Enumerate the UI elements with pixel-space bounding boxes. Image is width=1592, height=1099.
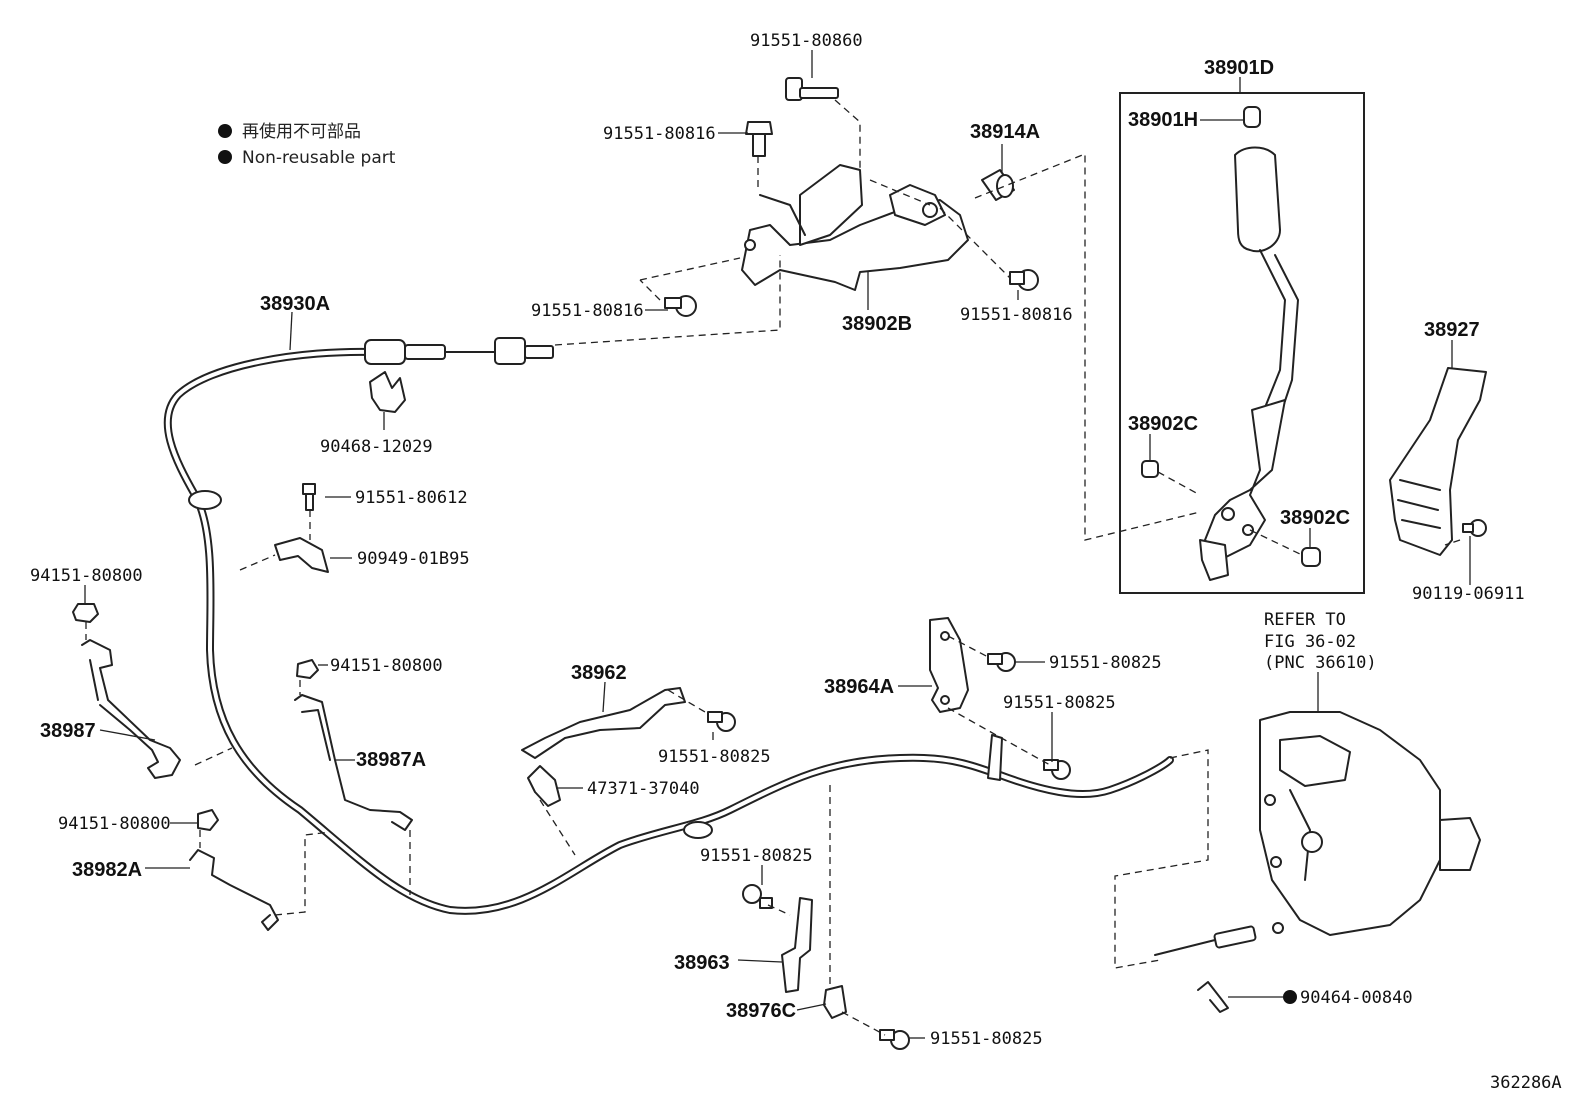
label-fig-36-02: FIG 36-02 — [1264, 632, 1356, 652]
label-38902C-lower: 38902C — [1280, 507, 1350, 529]
label-90949-01B95: 90949-01B95 — [357, 549, 470, 569]
label-pnc-36610: (PNC 36610) — [1264, 653, 1377, 673]
label-91551-80860: 91551-80860 — [750, 31, 863, 51]
clip-90464-00840 — [1197, 981, 1229, 1013]
bracket-38987 — [81, 639, 181, 779]
cap-38901H — [1243, 106, 1261, 128]
nut-94151-80800-middle — [296, 659, 319, 679]
bracket-38964A — [929, 617, 969, 713]
label-90464-00840: 90464-00840 — [1300, 988, 1413, 1008]
brake-actuator-36610 — [1259, 711, 1481, 936]
clip-90468-12029 — [369, 371, 406, 413]
label-91551-80612: 91551-80612 — [355, 488, 468, 508]
legend-label-en: Non-reusable part — [242, 148, 396, 168]
label-91551-80816-right: 91551-80816 — [960, 305, 1073, 325]
bolt-91551-80825-38964A — [987, 652, 1016, 672]
parking-brake-lever-38901D — [1199, 146, 1299, 581]
label-94151-80800-lower: 94151-80800 — [58, 814, 171, 834]
lever-cover-38927 — [1389, 367, 1487, 556]
label-38987: 38987 — [40, 720, 96, 742]
label-38976C: 38976C — [726, 1000, 796, 1022]
label-94151-80800-upper: 94151-80800 — [30, 566, 143, 586]
lever-assembly-box — [1119, 92, 1365, 594]
label-38927: 38927 — [1424, 319, 1480, 341]
bushing-38902C-upper — [1141, 460, 1159, 478]
dashed-alignment-lines — [85, 99, 1461, 1036]
label-91551-80816-top: 91551-80816 — [603, 124, 716, 144]
label-91551-80825-38962: 91551-80825 — [658, 747, 771, 767]
label-38962: 38962 — [571, 662, 627, 684]
leader-lines — [84, 50, 1471, 1039]
bracket-38902B — [741, 164, 969, 291]
actuator-cable-end — [1154, 922, 1284, 956]
non-reusable-marker-icon — [1283, 990, 1297, 1004]
label-38987A: 38987A — [356, 749, 426, 771]
cable-clamp-mid — [987, 734, 1003, 781]
legend: 再使用不可部品 Non-reusable part — [218, 121, 396, 168]
label-38914A: 38914A — [970, 121, 1040, 143]
label-38902C-upper: 38902C — [1128, 413, 1198, 435]
label-refer-to: REFER TO — [1264, 610, 1346, 630]
non-reusable-marker-icon — [218, 124, 232, 138]
bolt-91551-80816-top — [745, 121, 773, 157]
label-38963: 38963 — [674, 952, 730, 974]
bolt-91551-80816-left — [664, 295, 697, 317]
bracket-38982A — [189, 849, 279, 931]
bolt-91551-80825-cable — [1043, 759, 1071, 780]
bushing-38902C-lower — [1301, 547, 1321, 567]
label-91551-80825-38976C: 91551-80825 — [930, 1029, 1043, 1049]
label-91551-80825-38964A: 91551-80825 — [1049, 653, 1162, 673]
bolt-91551-80825-38962 — [707, 711, 736, 732]
bolt-91551-80612 — [302, 483, 316, 511]
nut-94151-80800-upper — [72, 603, 99, 623]
legend-label-jp: 再使用不可部品 — [242, 121, 361, 142]
screw-90119-06911 — [1462, 519, 1487, 537]
part-number-labels: 91551-80860 91551-80816 38914A 38901D 38… — [30, 31, 1562, 1093]
label-38964A: 38964A — [824, 676, 894, 698]
label-94151-80800-middle: 94151-80800 — [330, 656, 443, 676]
parking-brake-cable-38930A — [163, 337, 1174, 915]
figure-number: 362286A — [1490, 1073, 1562, 1093]
clamp-90949-01B95 — [274, 537, 329, 573]
clamp-38976C — [823, 985, 847, 1019]
label-91551-80825-cable: 91551-80825 — [1003, 693, 1116, 713]
collar-38914A — [981, 169, 1015, 201]
label-90468-12029: 90468-12029 — [320, 437, 433, 457]
clip-47371-37040 — [527, 765, 561, 807]
label-47371-37040: 47371-37040 — [587, 779, 700, 799]
label-38901D: 38901D — [1204, 57, 1274, 79]
bolt-91551-80825-38963 — [742, 884, 773, 909]
bracket-38963 — [781, 897, 813, 993]
label-38902B: 38902B — [842, 313, 912, 335]
non-reusable-marker-icon — [218, 150, 232, 164]
bracket-38987A — [294, 694, 413, 831]
label-90119-06911: 90119-06911 — [1412, 584, 1525, 604]
label-38901H: 38901H — [1128, 109, 1198, 131]
bolt-91551-80825-38976C — [879, 1029, 910, 1050]
label-38982A: 38982A — [72, 859, 142, 881]
bolt-91551-80816-right — [1009, 269, 1039, 291]
label-91551-80816-left: 91551-80816 — [531, 301, 644, 321]
label-38930A: 38930A — [260, 293, 330, 315]
label-91551-80825-38963: 91551-80825 — [700, 846, 813, 866]
bracket-38962 — [521, 687, 686, 759]
nut-94151-80800-lower — [197, 809, 219, 831]
bolt-91551-80860 — [785, 77, 839, 101]
